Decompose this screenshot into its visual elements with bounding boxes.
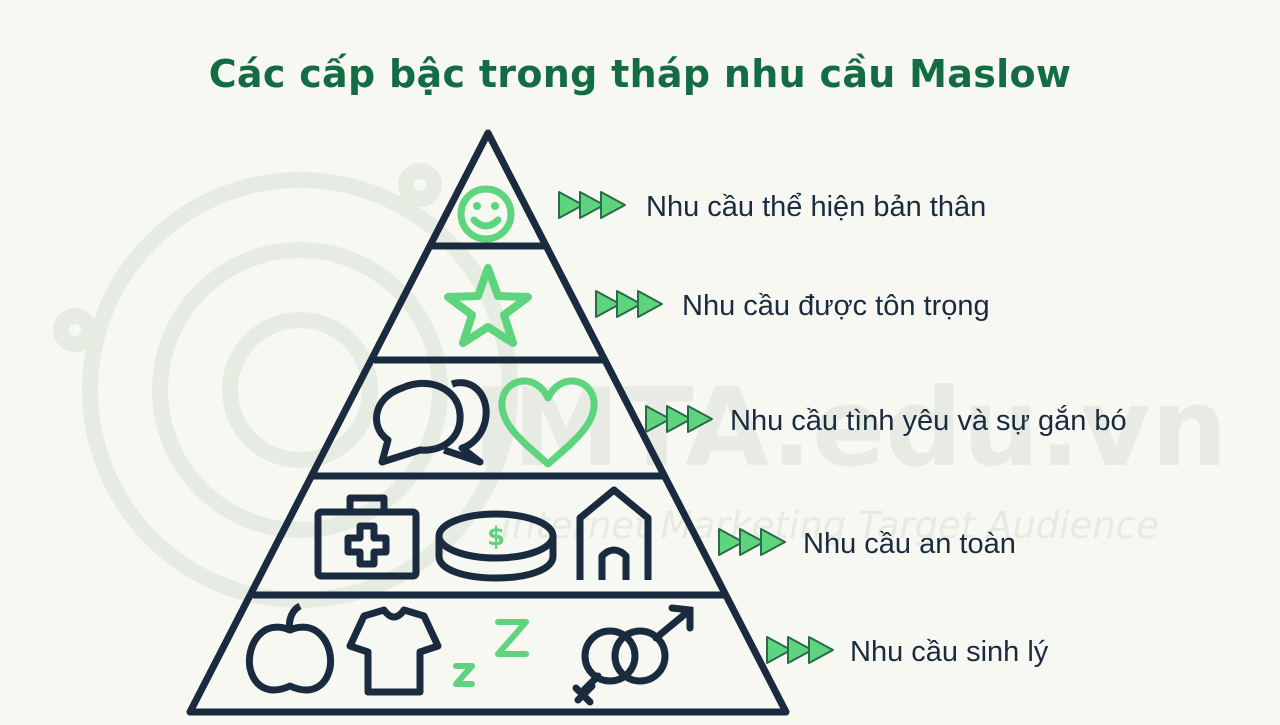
- first-aid-kit-icon: [314, 494, 420, 580]
- house-icon: [576, 486, 652, 580]
- apple-icon: [245, 602, 335, 694]
- watermark: IMTA.edu.vn Internet Marketing Target Au…: [53, 163, 1228, 608]
- arrow-markers-icon: [645, 405, 713, 433]
- gender-icon: [572, 604, 694, 706]
- svg-text:Nhu cầu thể hiện bản thân: Nhu cầu thể hiện bản thân: [646, 191, 986, 223]
- arrow-markers-icon: [766, 636, 834, 664]
- svg-text:Nhu cầu được tôn trọng: Nhu cầu được tôn trọng: [682, 290, 990, 322]
- level-label-2: Nhu cầu được tôn trọng: [595, 290, 990, 322]
- level-label-4: Nhu cầu an toàn: [718, 528, 1016, 560]
- svg-text:Nhu cầu an toàn: Nhu cầu an toàn: [803, 528, 1016, 560]
- svg-text:$: $: [487, 522, 505, 552]
- page-title: Các cấp bậc trong tháp nhu cầu Maslow: [208, 52, 1072, 96]
- smiley-icon: [457, 185, 515, 243]
- svg-text:Nhu cầu tình yêu và sự gắn bó: Nhu cầu tình yêu và sự gắn bó: [730, 404, 1127, 437]
- sleep-icon: [453, 619, 529, 687]
- arrow-markers-icon: [558, 191, 626, 219]
- level-label-5: Nhu cầu sinh lý: [766, 636, 1049, 668]
- level-label-3: Nhu cầu tình yêu và sự gắn bó: [645, 404, 1127, 437]
- pyramid-triangle: [186, 129, 790, 716]
- heart-icon: [498, 377, 598, 468]
- pyramid-outline: [186, 129, 790, 716]
- level-label-1: Nhu cầu thể hiện bản thân: [558, 191, 986, 223]
- coin-icon: $: [435, 510, 557, 582]
- svg-text:Nhu cầu sinh lý: Nhu cầu sinh lý: [850, 636, 1049, 668]
- star-icon: [444, 264, 532, 347]
- arrow-markers-icon: [595, 290, 663, 318]
- chat-bubbles-icon: [373, 379, 490, 466]
- watermark-brand: IMTA.edu.vn: [472, 366, 1227, 491]
- arrow-markers-icon: [718, 528, 786, 556]
- tshirt-icon: [346, 606, 442, 696]
- watermark-tagline: Internet Marketing Target Audience: [501, 504, 1159, 547]
